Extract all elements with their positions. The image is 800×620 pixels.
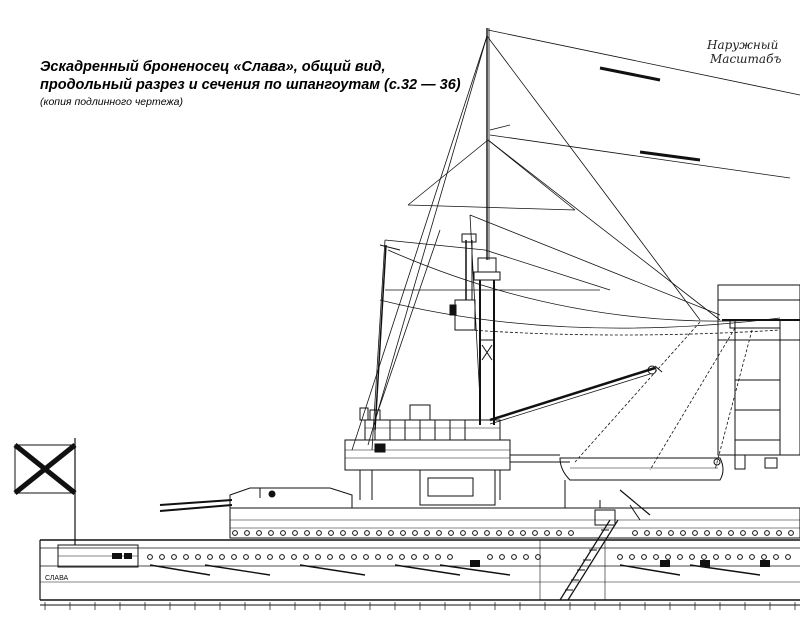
torpedo-net-booms <box>149 564 761 576</box>
drawing-caption: Эскадренный броненосец «Слава», общий ви… <box>40 58 461 109</box>
stern-flag <box>13 438 77 545</box>
funnel <box>717 284 800 456</box>
portholes <box>147 530 794 560</box>
accommodation-ladder <box>559 509 619 601</box>
frame-scale <box>40 602 800 610</box>
boat <box>559 454 778 481</box>
rigging <box>351 29 800 471</box>
handwritten-note-line-2: Масштабъ <box>710 52 782 66</box>
handwritten-note-line-1: Наружный <box>707 38 779 52</box>
casemate-guns <box>112 553 770 567</box>
caption-subtitle: (копия подлинного чертежа) <box>40 96 183 108</box>
caption-title-line-2: продольный разрез и сечения по шпангоута… <box>40 77 461 93</box>
caption-title-line-1: Эскадренный броненосец «Слава», общий ви… <box>40 59 386 75</box>
main-mast <box>374 28 663 431</box>
superstructure <box>344 404 570 506</box>
hull-name: СЛАВА <box>45 575 69 582</box>
